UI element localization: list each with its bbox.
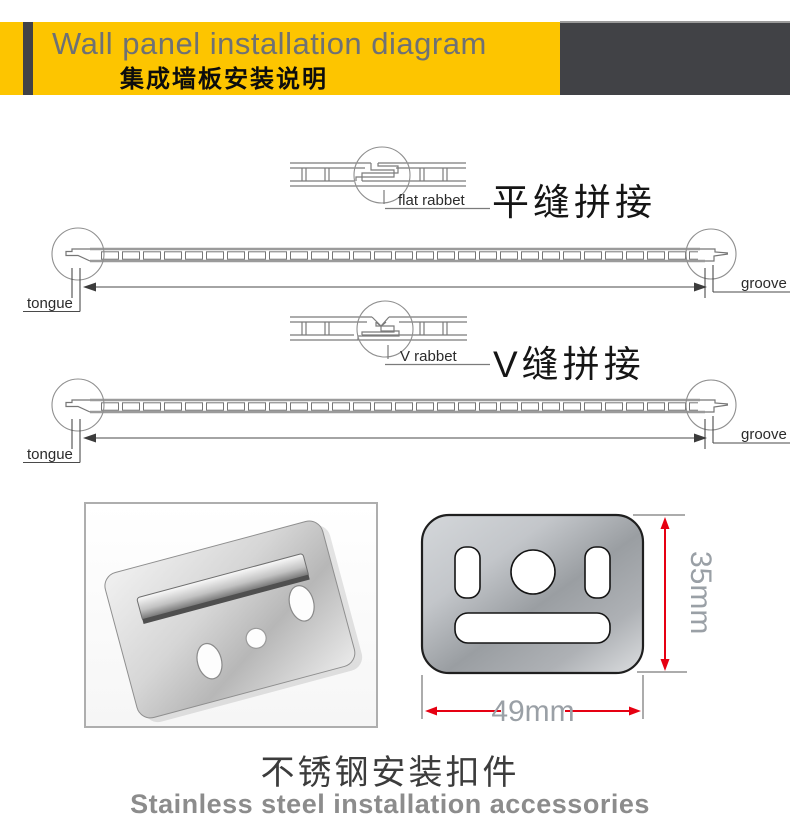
header-yellow-band	[0, 22, 560, 95]
flat-rabbet-label: flat rabbet	[398, 192, 466, 209]
tongue-profile	[65, 248, 91, 262]
clip-plate	[104, 520, 356, 719]
panel-hollow-cells	[100, 402, 698, 411]
arrowhead-left-icon	[83, 282, 96, 292]
clip-oval-hole-right	[288, 585, 315, 622]
groove-profile-bottom	[705, 404, 729, 413]
flat-rabbet-callout-circle	[353, 146, 411, 204]
header-dark-block	[560, 21, 790, 95]
accessory-caption-en: Stainless steel installation accessories	[130, 789, 650, 819]
groove-label: groove	[741, 426, 787, 443]
groove-profile-top	[700, 399, 729, 405]
panel-profile-1: tongue groove	[23, 227, 790, 313]
arrowhead-left-icon	[83, 433, 96, 443]
panel-profile-2: tongue groove	[23, 378, 790, 464]
arrow-down-icon	[660, 659, 670, 671]
drawing-round-hole	[510, 549, 556, 595]
tongue-label: tongue	[27, 295, 73, 312]
page-title-zh: 集成墙板安装说明	[120, 66, 328, 93]
flat-rabbet-detail-diagram: flat rabbet	[290, 146, 490, 210]
groove-profile-top	[700, 248, 729, 254]
tongue-callout-circle	[51, 227, 105, 281]
drawing-wide-slot	[454, 612, 611, 644]
steel-clip-photo-illustration	[104, 520, 363, 723]
accessory-caption-zh: 不锈钢安装扣件	[260, 754, 520, 792]
arrowhead-right-icon	[694, 433, 707, 443]
accessory-photo	[84, 502, 378, 728]
v-joint-title-zh: V缝拼接	[493, 344, 645, 385]
groove-profile-bottom	[705, 253, 729, 262]
v-rabbet-detail-diagram: V rabbet	[290, 300, 490, 366]
flat-joint-title-zh: 平缝拼接	[492, 182, 656, 223]
arrow-left-icon	[425, 706, 437, 716]
tongue-label: tongue	[27, 446, 73, 463]
v-rabbet-label: V rabbet	[400, 348, 458, 365]
drawing-slot-right	[584, 546, 611, 599]
arrow-right-icon	[629, 706, 641, 716]
accessory-dimension-drawing: 35mm 49mm	[420, 513, 717, 728]
width-dimension-label: 49mm	[491, 695, 574, 728]
drawing-slot-left	[454, 546, 481, 599]
arrowhead-right-icon	[694, 282, 707, 292]
tongue-callout-circle	[51, 378, 105, 432]
arrow-up-icon	[660, 517, 670, 529]
groove-label: groove	[741, 275, 787, 292]
panel-hollow-cells	[100, 251, 698, 260]
groove-callout-circle	[685, 228, 737, 280]
clip-round-hole	[245, 627, 267, 649]
v-rabbet-callout-circle	[356, 300, 414, 358]
clip-ridge-edge	[142, 574, 310, 624]
panel-cross-section	[290, 316, 467, 341]
page-title-en: Wall panel installation diagram	[52, 26, 487, 61]
panel-cross-section	[290, 162, 466, 187]
groove-callout-circle	[685, 379, 737, 431]
tongue-profile	[65, 399, 91, 413]
header-accent-bar	[23, 22, 33, 95]
height-dimension-label: 35mm	[684, 551, 717, 634]
clip-oval-hole-left	[196, 642, 223, 680]
